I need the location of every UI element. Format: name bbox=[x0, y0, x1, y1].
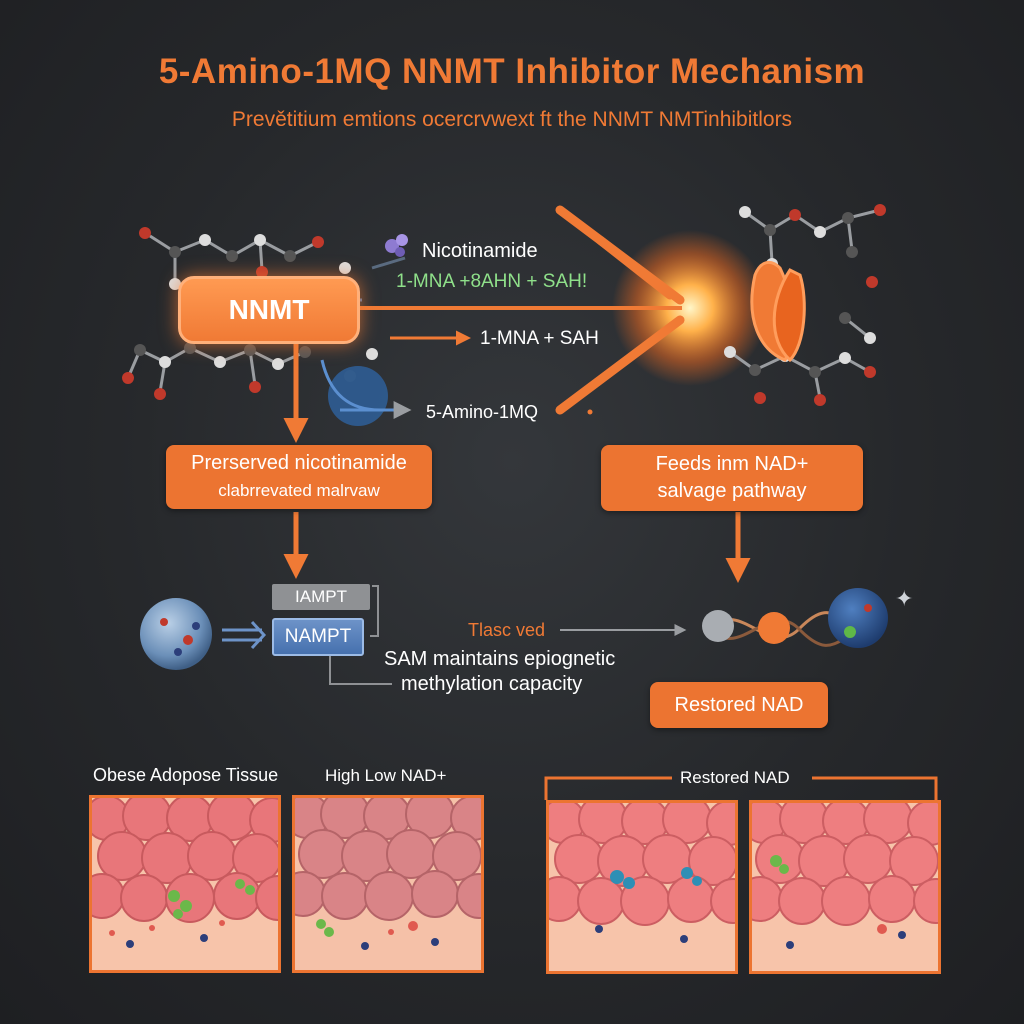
tissue-label-obese: Obese Adopose Tissue bbox=[93, 765, 279, 785]
sam-line-1: SAM maintains epiognetic bbox=[384, 648, 616, 670]
nnmt-box: NNMT bbox=[178, 276, 360, 344]
nicotinamide-label: Nicotinamide bbox=[422, 240, 538, 262]
tissue-label-restored: Restored NAD bbox=[680, 768, 790, 787]
diagram-title: 5-Amino-1MQ NNMT Inhibitor Mechanism bbox=[158, 52, 866, 91]
nicotinamide-icon bbox=[385, 234, 408, 257]
preserved-line-2: clabrrevated malrvaw bbox=[218, 481, 380, 500]
sparkle-icon: ✦ bbox=[895, 587, 913, 612]
iampt-label: IAMPT bbox=[272, 584, 370, 610]
tissue-panel-4 bbox=[749, 800, 941, 974]
cell-orange bbox=[758, 612, 790, 644]
reaction-products-green: 1-MNA +8AHN + SAH! bbox=[396, 271, 588, 292]
inhibitor-label: 5-Amino-1MQ bbox=[426, 402, 539, 422]
cell-grey bbox=[702, 610, 734, 642]
reaction-products: 1-MNA + SAH bbox=[480, 328, 599, 349]
feeds-nad-box: Feeds inm NAD+ salvage pathway bbox=[601, 445, 863, 511]
nampt-box: NAMPT bbox=[272, 618, 364, 656]
double-arrow-to-nampt bbox=[222, 620, 267, 650]
tissue-molecule-green bbox=[168, 890, 192, 919]
cell-nucleus bbox=[828, 588, 888, 648]
burst-rays bbox=[555, 205, 685, 415]
cell-left bbox=[140, 598, 212, 670]
feeds-line-1: Feeds inm NAD+ bbox=[655, 453, 809, 475]
tlasc-label: Tlasc ved bbox=[468, 620, 546, 640]
nicotinamide-link bbox=[371, 256, 406, 270]
preserved-nicotinamide-box: Prerserved nicotinamide clabrrevated mal… bbox=[166, 445, 432, 509]
feeds-line-2: salvage pathway bbox=[657, 480, 807, 502]
tissue-panel-3 bbox=[546, 800, 738, 974]
diagram-subtitle: Prevětitium emtions ocercrvwext ft the N… bbox=[231, 108, 793, 131]
tissue-label-high-low: High Low NAD+ bbox=[325, 766, 447, 785]
tissue-panel-2 bbox=[292, 795, 484, 973]
restored-nad-text: Restored NAD bbox=[674, 693, 804, 716]
nnmt-enzyme-blocked bbox=[750, 260, 806, 363]
tissue-panel-1 bbox=[89, 795, 281, 973]
restored-nad-box: Restored NAD bbox=[650, 682, 828, 728]
preserved-line-1: Prerserved nicotinamide bbox=[191, 452, 407, 474]
sam-line-2: methylation capacity bbox=[401, 673, 583, 695]
